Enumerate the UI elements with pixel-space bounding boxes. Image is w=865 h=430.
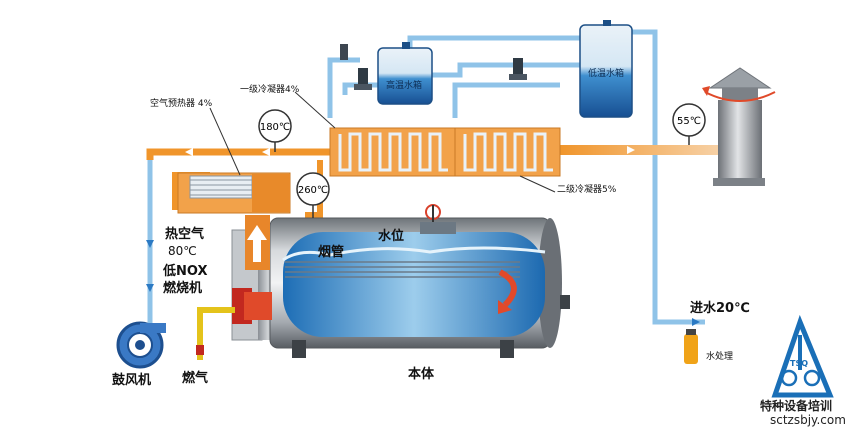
label-high-temp-tank: 高温水箱 xyxy=(386,81,423,91)
label-hot-air-temp: 80℃ xyxy=(168,244,197,258)
label-low-temp-tank: 低温水箱 xyxy=(588,69,625,79)
label-condenser-1: 一级冷凝器4% xyxy=(240,85,300,95)
fuel-gas-pipe xyxy=(196,307,235,360)
label-burner-line2: 燃烧机 xyxy=(163,281,203,296)
watermark-site: sctzsbjy.com xyxy=(770,413,846,427)
flue-to-chimney xyxy=(560,145,720,155)
pump-2 xyxy=(509,58,527,80)
label-body: 本体 xyxy=(408,367,435,382)
watermark-name: 特种设备培训 xyxy=(760,399,833,413)
high-temp-tank xyxy=(377,42,433,105)
valve-top xyxy=(340,44,348,60)
condenser-1 xyxy=(329,127,456,177)
water-treatment-unit xyxy=(684,329,698,364)
label-hot-air: 热空气 xyxy=(165,227,205,242)
label-air-preheater: 空气预热器 4% xyxy=(150,99,213,109)
water-level-valve xyxy=(420,204,456,234)
burner xyxy=(232,288,272,324)
label-water-treatment: 水处理 xyxy=(706,352,734,362)
label-water-level: 水位 xyxy=(378,229,405,244)
gauge-180: 180℃ xyxy=(258,109,292,152)
condenser-2 xyxy=(454,127,561,177)
gauge-55-label: 55℃ xyxy=(677,116,701,127)
label-blower: 鼓风机 xyxy=(112,373,152,388)
boiler-body xyxy=(231,217,570,358)
label-condenser-2: 二级冷凝器5% xyxy=(557,185,617,195)
flue-outlet xyxy=(245,215,270,270)
label-burner-line1: 低NOX xyxy=(163,264,208,279)
gauge-55: 55℃ xyxy=(672,103,706,145)
label-fuel-gas: 燃气 xyxy=(182,371,209,386)
label-inlet-water: 进水20℃ xyxy=(690,301,750,316)
tsq-logo xyxy=(771,314,834,398)
gauge-180-label: 180℃ xyxy=(260,122,290,133)
flow-arrows xyxy=(146,146,700,326)
air-preheater xyxy=(177,172,291,214)
chimney xyxy=(702,67,776,186)
logo-letters: TSQ xyxy=(790,359,809,368)
blower xyxy=(116,321,166,369)
gauge-260-label: 260℃ xyxy=(298,185,328,196)
leader-lines xyxy=(209,91,556,193)
gauge-260: 260℃ xyxy=(296,172,330,218)
low-temp-tank xyxy=(579,20,633,118)
label-flue-tube: 烟管 xyxy=(318,245,345,260)
pump-1 xyxy=(354,68,372,90)
